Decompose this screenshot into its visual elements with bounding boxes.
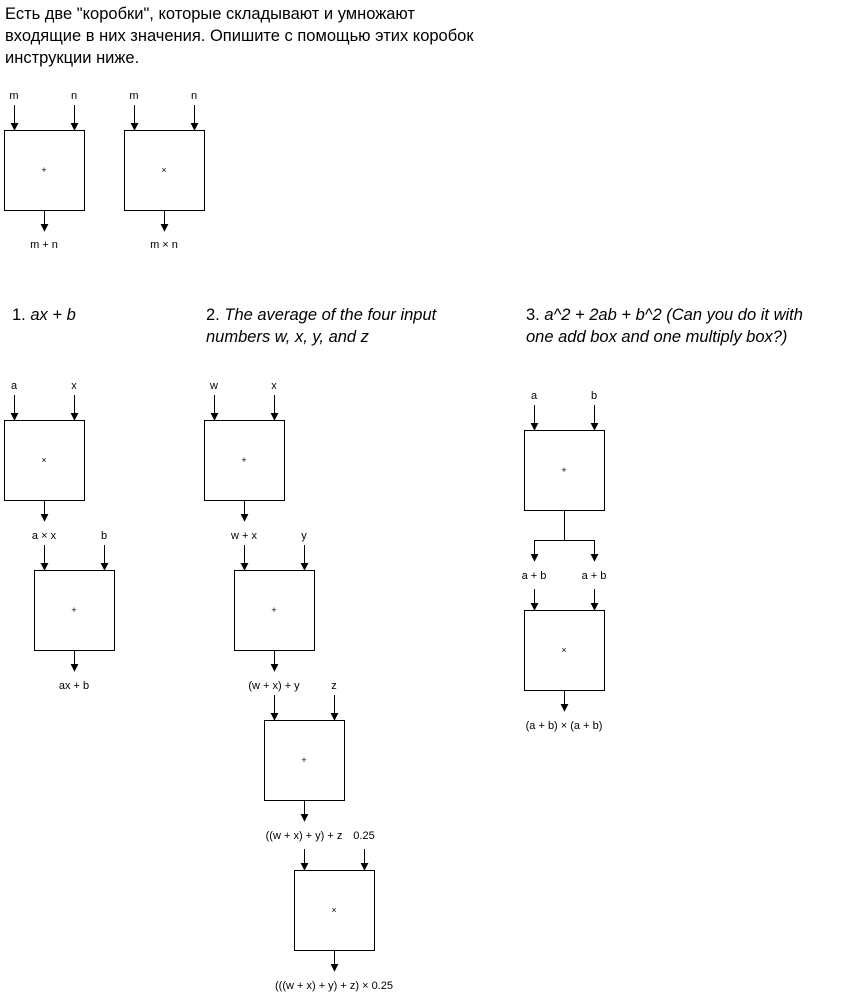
task2-box4-output: (((w + x) + y) + z) × 0.25 <box>275 980 393 992</box>
task2-input-y: y <box>301 530 307 542</box>
task1-title: ax + b <box>30 306 76 324</box>
example-mul-input-2: n <box>191 90 197 102</box>
task2-add-box-3 <box>264 720 345 801</box>
example-add-box <box>4 130 85 211</box>
example-add-input-2: n <box>71 90 77 102</box>
task1-number: 1. <box>12 306 31 324</box>
task2-input-w: w <box>209 380 218 392</box>
task2-mul-box <box>294 870 375 951</box>
task2-box1-op: + <box>241 455 246 465</box>
example-mul-output: m × n <box>150 239 178 251</box>
task1-add-box <box>34 570 115 651</box>
task2-box2-op: + <box>271 605 276 615</box>
task1-box2-output: ax + b <box>59 680 89 692</box>
intro-text: Есть две "коробки", которые складывают и… <box>5 5 474 67</box>
task3-title: a^2 + 2ab + b^2 (Can you do it with one … <box>526 306 803 346</box>
task2-box4-op: × <box>331 905 336 915</box>
task1-input-b: b <box>101 530 107 542</box>
task2-box3-output: ((w + x) + y) + z <box>266 830 343 842</box>
example-mul-input-1: m <box>129 90 138 102</box>
task3-mul-box <box>524 610 605 691</box>
task1-heading: 1. ax + b <box>12 304 76 326</box>
task3-input-b: b <box>591 390 597 402</box>
task1-box1-op: × <box>41 455 46 465</box>
task2-input-quarter: 0.25 <box>353 830 374 842</box>
task2-add-box-2 <box>234 570 315 651</box>
task1-box2-op: + <box>71 605 76 615</box>
task2-input-x: x <box>271 380 277 392</box>
task3-box2-op: × <box>561 645 566 655</box>
example-add-op: + <box>41 165 46 175</box>
task3-split-left-arrow <box>530 511 565 562</box>
task1-input-x: x <box>71 380 77 392</box>
task2-add-box-1 <box>204 420 285 501</box>
task2-heading: 2. The average of the four input numbers… <box>206 304 436 348</box>
task3-split-output-2: a + b <box>582 570 607 582</box>
task2-box2-output: (w + x) + y <box>248 680 300 692</box>
task3-split-output-1: a + b <box>522 570 547 582</box>
task2-box1-output: w + x <box>230 530 257 542</box>
task2-box3-op: + <box>301 755 306 765</box>
example-add-input-1: m <box>9 90 18 102</box>
example-mul-op: × <box>161 165 166 175</box>
task3-add-box <box>524 430 605 511</box>
example-add-output: m + n <box>30 239 58 251</box>
task3-heading: 3. a^2 + 2ab + b^2 (Can you do it with o… <box>526 304 803 348</box>
task2-input-z: z <box>331 680 337 692</box>
task1-box1-output: a × x <box>32 530 57 542</box>
task2-title: The average of the four input numbers w,… <box>206 306 437 346</box>
task3-box2-output: (a + b) × (a + b) <box>526 720 603 732</box>
example-mul-box <box>124 130 205 211</box>
task3-number: 3. <box>526 306 545 324</box>
task2-number: 2. <box>206 306 225 324</box>
task1-mul-box <box>4 420 85 501</box>
task1-input-a: a <box>11 380 18 392</box>
task3-input-a: a <box>531 390 538 402</box>
task3-split-right-arrow <box>564 540 599 562</box>
task3-box1-op: + <box>561 465 566 475</box>
